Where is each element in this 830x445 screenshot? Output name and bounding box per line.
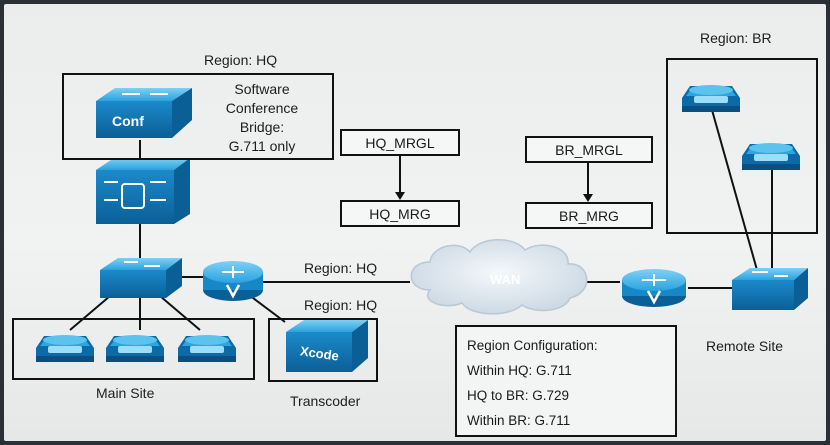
transcoder-icon <box>286 320 368 372</box>
conference-line: Conference <box>225 100 299 116</box>
conference-line: Bridge: <box>239 119 285 135</box>
conference-description: Software Conference Bridge: G.711 only <box>212 80 312 156</box>
hq-mrgl-box: HQ_MRGL <box>340 129 460 156</box>
region-configuration-box: Region Configuration: Within HQ: G.711 H… <box>455 325 677 437</box>
region-config-line: Within BR: G.711 <box>467 413 571 428</box>
wan-cloud-icon <box>410 239 588 315</box>
hq-mrg-box: HQ_MRG <box>340 200 460 227</box>
conf-icon-label: Conf <box>112 113 144 129</box>
conference-bridge-icon <box>96 88 192 138</box>
switch-icon <box>732 268 808 310</box>
region-config-title: Region Configuration: <box>467 338 598 353</box>
transcoder-region-label: Region: HQ <box>304 297 378 313</box>
br-mrg-box: BR_MRG <box>525 202 653 229</box>
call-manager-server-icon <box>96 158 190 224</box>
conference-bridge-box <box>62 73 334 160</box>
hq-region-title: Region: HQ <box>204 52 278 68</box>
switch-icon <box>100 258 182 298</box>
router-icon <box>622 269 686 307</box>
wan-label: WAN <box>490 272 521 287</box>
br-region-title: Region: BR <box>700 30 772 46</box>
br-mrgl-box: BR_MRGL <box>525 136 653 163</box>
region-config-line: HQ to BR: G.729 <box>467 388 570 403</box>
region-config-line: Within HQ: G.711 <box>467 363 572 378</box>
link-region-label: Region: HQ <box>304 260 378 276</box>
transcoder-label: Transcoder <box>290 393 361 409</box>
remote-site-label: Remote Site <box>706 338 784 354</box>
main-site-label: Main Site <box>96 385 155 401</box>
conference-line: G.711 only <box>228 138 296 154</box>
main-site-box <box>12 318 255 380</box>
conference-line: Software <box>234 81 290 97</box>
router-icon <box>203 261 263 301</box>
remote-phones-box <box>666 58 818 234</box>
transcoder-box <box>268 318 378 382</box>
